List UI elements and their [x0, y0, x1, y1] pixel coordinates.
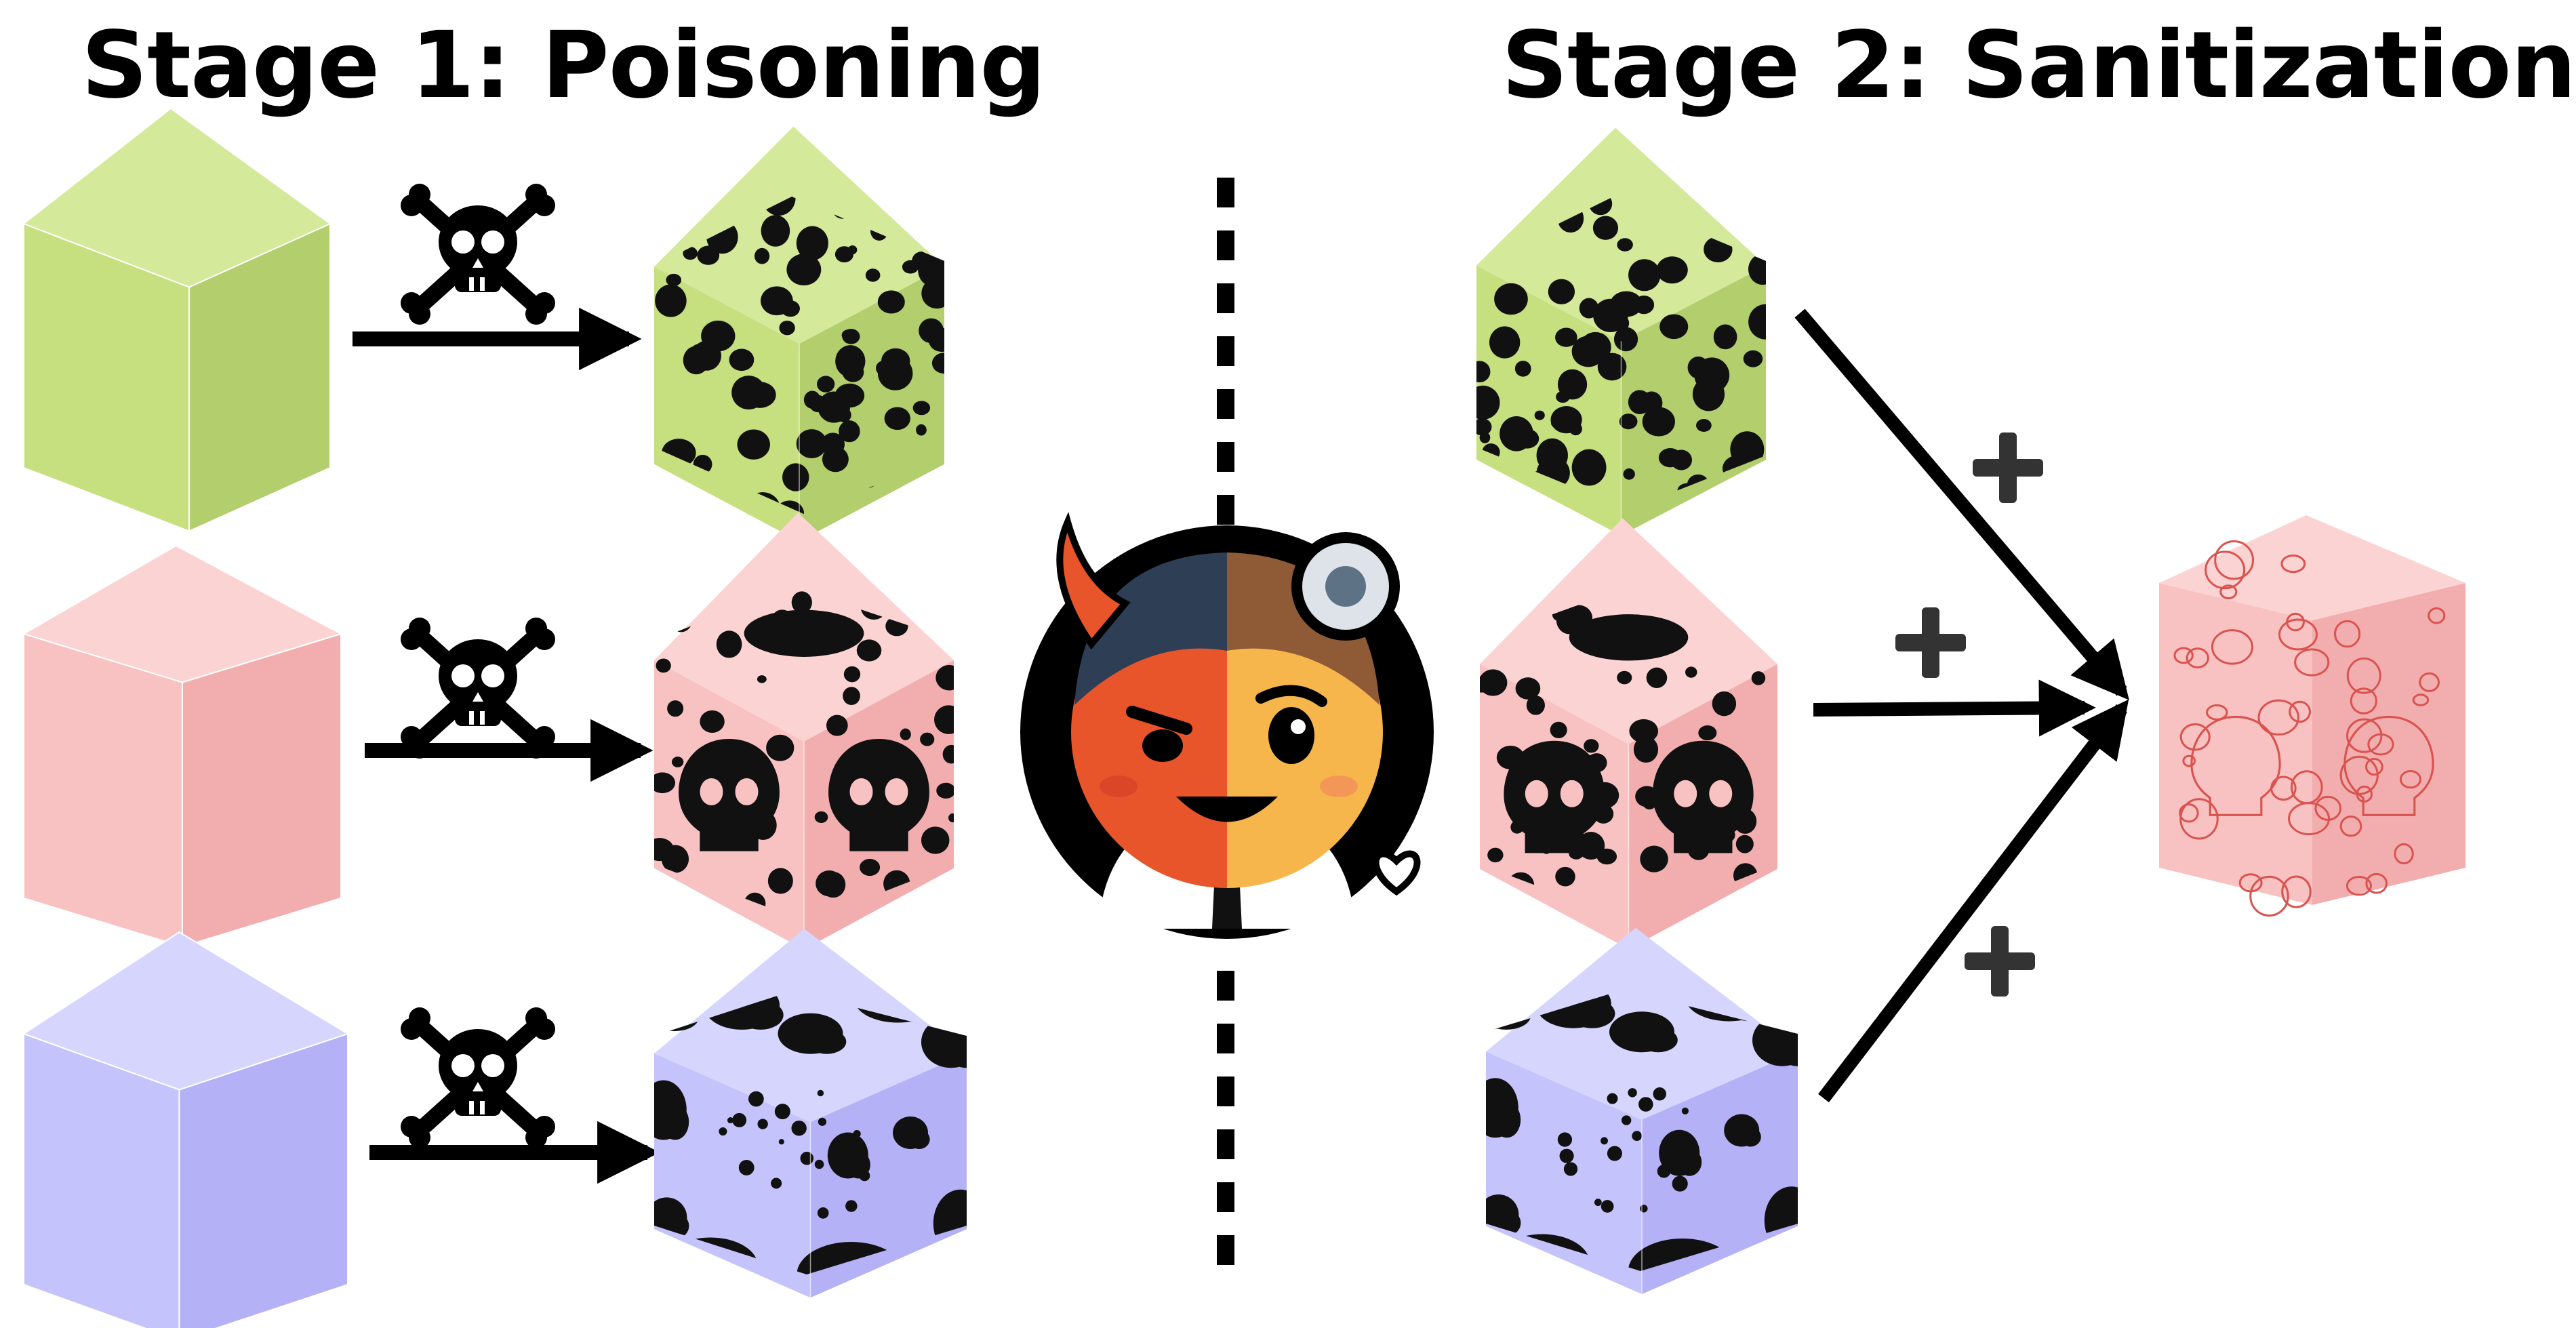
- half-devil-half-doctor-mascot: [1020, 512, 1434, 939]
- doctor-hair: [1227, 552, 1380, 705]
- texture-pattern: [1480, 591, 1772, 922]
- smile: [1176, 797, 1278, 822]
- skull-and-crossbones-icon: [401, 184, 555, 325]
- cheek: [1100, 776, 1138, 797]
- doctor-eye: [1268, 707, 1314, 764]
- combine-arrow: [1813, 679, 2096, 737]
- poisoned-pink-cube: [654, 512, 954, 950]
- eye-highlight: [1291, 719, 1306, 734]
- stage-1-title: Stage 1: Poisoning: [81, 12, 1046, 119]
- stage-2-title: Stage 2: Sanitization: [1502, 12, 2576, 119]
- diagram-canvas: [22, 107, 2466, 1328]
- skull-and-crossbones-icon: [401, 618, 555, 759]
- plus-icon: [1965, 926, 2035, 997]
- clean-blue-cube: [22, 931, 350, 1328]
- sanitized-pink-outline-cube: [2159, 515, 2466, 917]
- angry-eyebrow: [1126, 706, 1192, 735]
- heart-icon: [1372, 850, 1421, 896]
- devil-hair: [1074, 552, 1227, 705]
- devil-horn: [1056, 512, 1131, 650]
- combine-arrow: [1794, 308, 2129, 700]
- poisoned-green-cube: [654, 126, 944, 542]
- clean-green-cube: [22, 107, 331, 533]
- stage2-green-cube: [1476, 127, 1766, 536]
- stage2-pink-cube: [1480, 518, 1777, 950]
- plus-icon: [1895, 607, 1966, 678]
- poisoned-blue-cube: [654, 929, 967, 1298]
- plus-icon: [1973, 432, 2043, 503]
- combine-arrow: [1818, 699, 2129, 1103]
- diagram: Stage 1: Poisoning Stage 2: Sanitization: [22, 12, 2576, 1328]
- head-mirror-center: [1325, 566, 1366, 607]
- devil-eye: [1142, 729, 1183, 762]
- outline-texture: [2173, 540, 2446, 917]
- dotted-divider: [1217, 178, 1234, 1265]
- doctor-eyebrow: [1255, 685, 1327, 707]
- clean-pink-cube: [22, 544, 343, 948]
- skull-and-crossbones-icon: [401, 1007, 555, 1148]
- cheek: [1320, 776, 1358, 797]
- stage2-blue-cube: [1486, 927, 1798, 1295]
